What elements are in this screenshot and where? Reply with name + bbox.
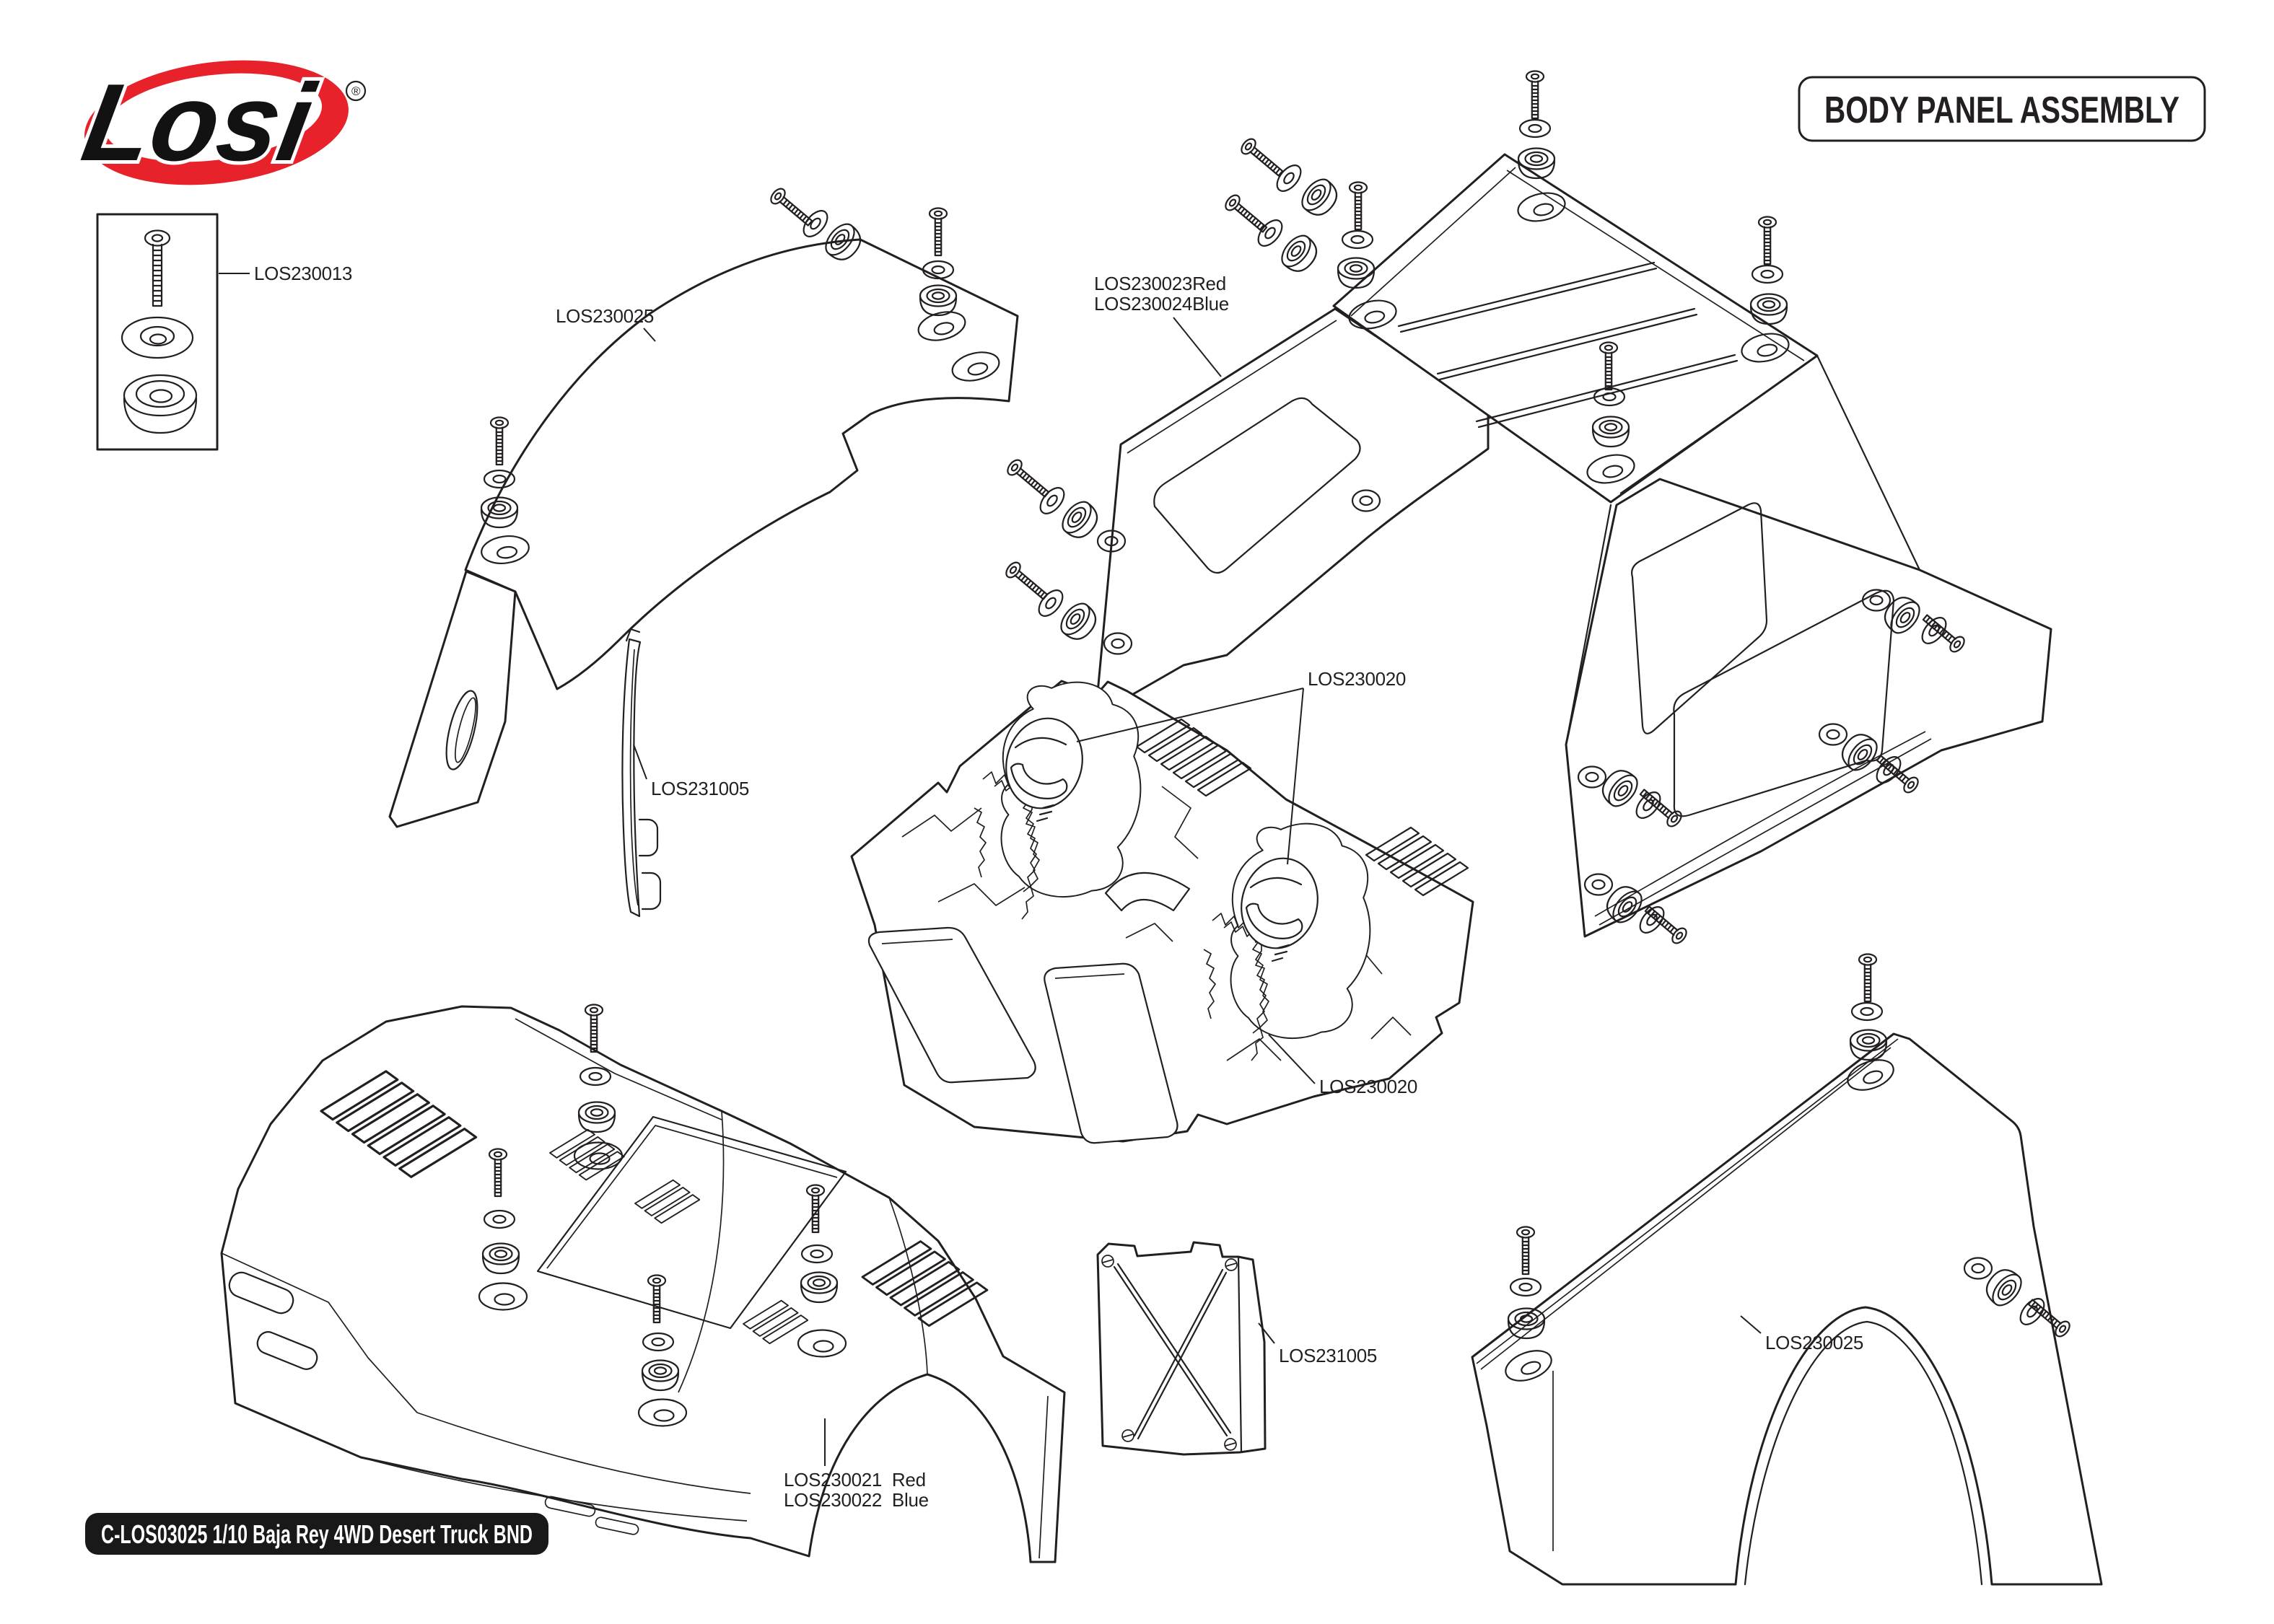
washer [1509,1277,1542,1297]
rear-fender-shell [1471,1032,2103,1586]
front-fender-left-drawing [388,185,1019,828]
screw [1757,216,1777,265]
leader-rear-panel [1258,1322,1275,1344]
headlight-slot [228,1271,294,1314]
callout-front-fender: LOS230025 [556,305,654,327]
screw [1858,953,1878,1003]
screw [584,1004,604,1053]
rear-panel-drawing [1096,1241,1267,1456]
callout-interior-bottom: LOS230020 [1319,1076,1417,1097]
interior-drawing [850,680,1474,1144]
washer [922,260,955,280]
callout-rear-fender: LOS230025 [1765,1332,1863,1353]
leader-front-fender [643,328,656,342]
washer [798,206,833,242]
leader-windshield [633,744,647,780]
screw [767,185,817,231]
cab-door-panel [1565,478,2052,938]
kit-screw [144,229,171,307]
callout-rear-panel: LOS231005 [1279,1345,1377,1366]
cab-roof-panel [1332,153,1819,504]
hardware-kit-box: LOS230013 [96,213,352,451]
kit-bar-background [85,1513,548,1555]
callouts: LOS230025 LOS230023Red LOS230024Blue LOS… [556,273,1863,1511]
logo-field [105,73,323,162]
hardware-box-border [96,213,219,451]
center-console [1104,872,1191,912]
kit-label-bar: C-LOS03025 1/10 Baja Rey 4WD Desert Truc… [85,1513,548,1555]
grommet [1054,597,1103,646]
title-box: BODY PANEL ASSEMBLY [1798,76,2206,142]
screw [1640,901,1690,947]
screw [1525,70,1545,120]
grommet [1295,173,1344,222]
washer [1751,264,1784,284]
windshield-drawing [621,628,662,918]
fender-skirt [388,570,517,828]
kit-grommet [123,374,198,434]
grommet [1056,496,1104,545]
quarter-window [1631,502,1768,734]
leader-interior-bottom [1268,1034,1316,1084]
losi-logo: Losi ® [71,58,367,188]
registered-mark: ® [351,84,361,98]
washer [1518,118,1552,139]
callout-front-body-red: LOS230021 Red [784,1469,926,1491]
leader-interior-top [1076,688,1304,865]
washer [1033,585,1068,621]
registered-mark-circle [345,80,367,102]
bumper-slot [595,1517,639,1535]
headlight-slot [256,1331,318,1370]
grommet [1749,293,1788,325]
washer [1850,1001,1884,1022]
cowl-panel [1044,962,1178,1144]
screw [1348,181,1368,231]
screw [1222,191,1272,237]
rear-wheel-arch [1744,1320,1983,1586]
screw [1238,135,1287,181]
cab-drawing [1002,70,2052,947]
screw [489,416,510,466]
washer [1035,483,1070,519]
bumper-slot [544,1496,596,1517]
logo-wordmark: Losi [74,61,324,184]
page-title: BODY PANEL ASSEMBLY [1824,89,2179,131]
screw [928,207,948,257]
leader-rear-fender [1740,1315,1762,1334]
front-body-drawing [220,1004,1066,1563]
washer [1341,229,1374,250]
hood-plate [536,1115,847,1330]
roof-rails [1397,261,1739,429]
fender-band [464,238,1019,690]
cowl-panel [867,926,1036,1084]
callout-cab-blue: LOS230024Blue [1094,293,1229,315]
callout-interior-top: LOS230020 [1308,668,1406,690]
grommet [1337,257,1376,289]
callout-windshield: LOS231005 [651,778,749,799]
callout-cab-red: LOS230023Red [1094,273,1226,294]
callout-hardware-kit: LOS230013 [254,263,352,284]
kit-washer [121,316,194,359]
leader-cab [1173,317,1222,377]
screw [1516,1226,1536,1276]
title-box-border [1798,76,2206,142]
kit-code: C-LOS03025 1/10 Baja Rey 4WD Desert Truc… [101,1519,533,1549]
rear-fender-drawing [1471,953,2103,1586]
callout-front-body-blue: LOS230022 Blue [784,1489,929,1511]
door-window [1673,589,1895,817]
grommet [1275,229,1324,278]
